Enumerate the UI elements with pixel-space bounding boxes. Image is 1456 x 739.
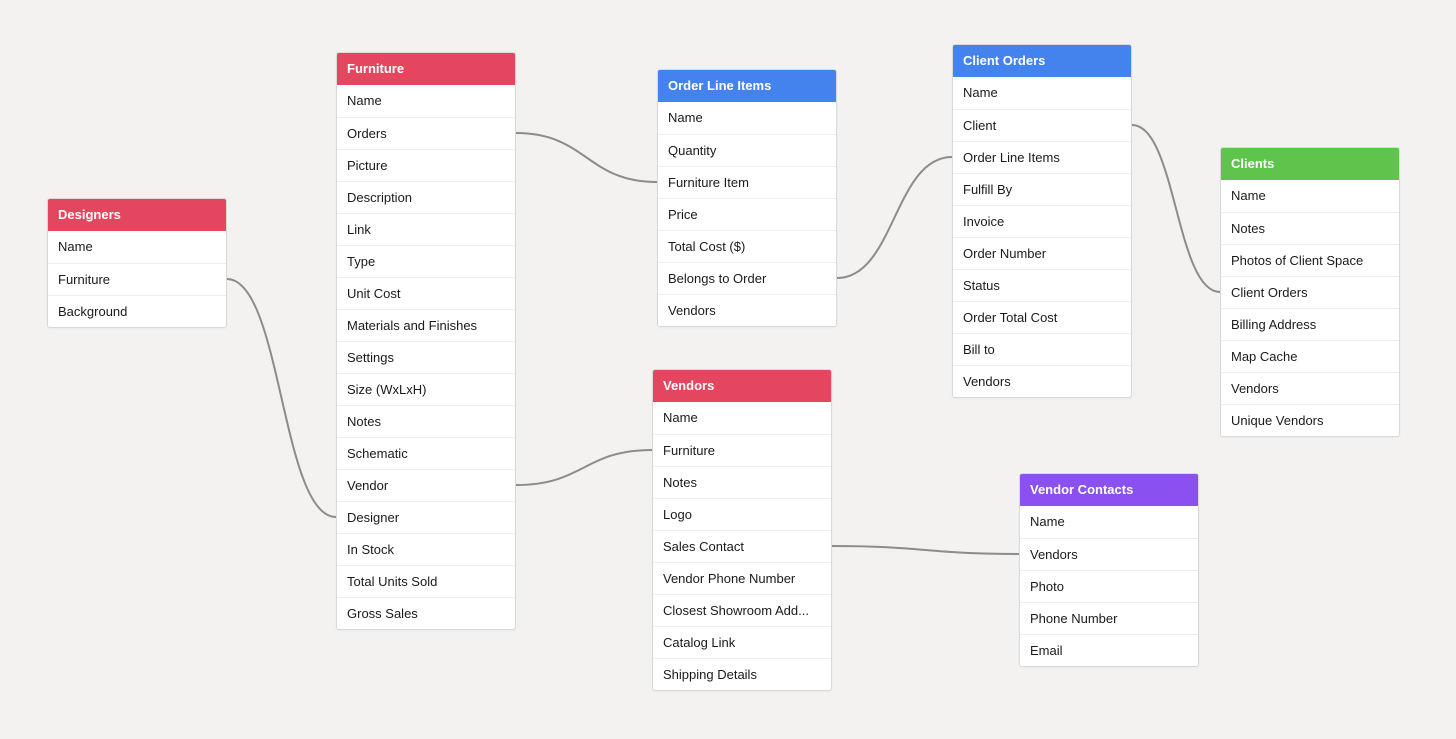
field-row[interactable]: Catalog Link: [653, 626, 831, 658]
field-row[interactable]: Settings: [337, 341, 515, 373]
field-row[interactable]: Background: [48, 295, 226, 327]
table-header-order-line-items[interactable]: Order Line Items: [658, 70, 836, 102]
link-designers-furniture: [226, 278, 337, 518]
field-row[interactable]: Name: [668, 110, 703, 125]
field-row[interactable]: Furniture: [48, 263, 226, 295]
field-row[interactable]: Status: [953, 269, 1131, 301]
field-row[interactable]: Fulfill By: [953, 173, 1131, 205]
field-row[interactable]: Photo: [1020, 570, 1198, 602]
field-row[interactable]: Vendor: [337, 469, 515, 501]
field-row[interactable]: Name: [1030, 514, 1065, 529]
field-row[interactable]: Order Total Cost: [953, 301, 1131, 333]
field-row[interactable]: Vendors: [658, 294, 836, 326]
field-row[interactable]: Name: [347, 93, 382, 108]
field-row[interactable]: Order Line Items: [953, 141, 1131, 173]
field-row[interactable]: Furniture: [653, 434, 831, 466]
field-row[interactable]: Total Units Sold: [337, 565, 515, 597]
link-furniture-vendors: [515, 449, 653, 486]
table-header-client-orders[interactable]: Client Orders: [953, 45, 1131, 77]
field-row[interactable]: Materials and Finishes: [337, 309, 515, 341]
field-row[interactable]: Email: [1020, 634, 1198, 666]
field-row[interactable]: Billing Address: [1221, 308, 1399, 340]
field-row[interactable]: Unit Cost: [337, 277, 515, 309]
field-row[interactable]: Name: [1231, 188, 1266, 203]
field-row[interactable]: Vendors: [1020, 538, 1198, 570]
field-row[interactable]: Client Orders: [1221, 276, 1399, 308]
field-row[interactable]: Name: [663, 410, 698, 425]
field-row[interactable]: Order Number: [953, 237, 1131, 269]
link-order_line_items-client_orders: [836, 156, 953, 279]
table-header-furniture[interactable]: Furniture: [337, 53, 515, 85]
field-row[interactable]: Name: [963, 85, 998, 100]
field-row[interactable]: Notes: [1221, 212, 1399, 244]
field-row[interactable]: Belongs to Order: [658, 262, 836, 294]
field-row[interactable]: Unique Vendors: [1221, 404, 1399, 436]
field-row[interactable]: Photos of Client Space: [1221, 244, 1399, 276]
field-row[interactable]: Notes: [653, 466, 831, 498]
field-row[interactable]: Client: [953, 109, 1131, 141]
field-row[interactable]: Size (WxLxH): [337, 373, 515, 405]
field-row[interactable]: Total Cost ($): [658, 230, 836, 262]
link-vendors-vendor_contacts: [831, 545, 1020, 555]
field-row[interactable]: Gross Sales: [337, 597, 515, 629]
field-row[interactable]: Schematic: [337, 437, 515, 469]
field-row[interactable]: Phone Number: [1020, 602, 1198, 634]
field-row[interactable]: Sales Contact: [653, 530, 831, 562]
field-row[interactable]: Designer: [337, 501, 515, 533]
field-row[interactable]: Vendors: [1221, 372, 1399, 404]
field-row[interactable]: Bill to: [953, 333, 1131, 365]
field-row[interactable]: Orders: [337, 117, 515, 149]
field-row[interactable]: Shipping Details: [653, 658, 831, 690]
field-row[interactable]: In Stock: [337, 533, 515, 565]
field-row[interactable]: Closest Showroom Add...: [653, 594, 831, 626]
table-header-designers[interactable]: Designers: [48, 199, 226, 231]
field-row[interactable]: Map Cache: [1221, 340, 1399, 372]
table-header-vendor-contacts[interactable]: Vendor Contacts: [1020, 474, 1198, 506]
field-row[interactable]: Logo: [653, 498, 831, 530]
field-row[interactable]: Picture: [337, 149, 515, 181]
table-header-vendors[interactable]: Vendors: [653, 370, 831, 402]
field-row[interactable]: Type: [337, 245, 515, 277]
table-header-clients[interactable]: Clients: [1221, 148, 1399, 180]
field-row[interactable]: Price: [658, 198, 836, 230]
link-client_orders-clients: [1131, 124, 1221, 293]
field-row[interactable]: Name: [58, 239, 93, 254]
link-furniture-order_line_items: [515, 132, 658, 183]
field-row[interactable]: Invoice: [953, 205, 1131, 237]
field-row[interactable]: Description: [337, 181, 515, 213]
field-row[interactable]: Vendors: [953, 365, 1131, 397]
field-row[interactable]: Notes: [337, 405, 515, 437]
field-row[interactable]: Vendor Phone Number: [653, 562, 831, 594]
field-row[interactable]: Furniture Item: [658, 166, 836, 198]
field-row[interactable]: Link: [337, 213, 515, 245]
field-row[interactable]: Quantity: [658, 134, 836, 166]
